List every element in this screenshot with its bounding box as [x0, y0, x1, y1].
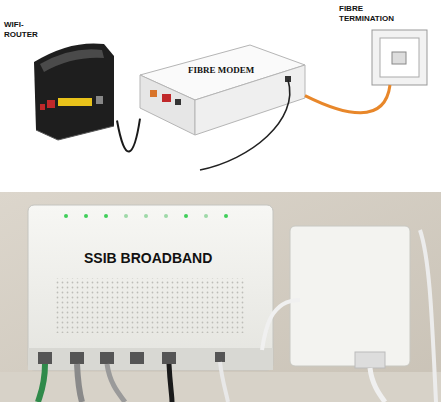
- router-illustration: [34, 43, 114, 140]
- cable-line: [305, 85, 390, 113]
- termination-node: FIBRE TERMINATION: [335, 2, 435, 85]
- cable: [305, 85, 390, 113]
- modem-node: FIBRE MODEM: [140, 45, 305, 137]
- modem-illustration: [140, 45, 305, 170]
- device-label: FIBRE MODEM: [188, 65, 278, 76]
- device-label: WIFI- ROUTER: [4, 20, 48, 39]
- wall-plate: [372, 30, 427, 85]
- router-node: WIFI- ROUTER: [2, 18, 117, 143]
- device-label: FIBRE TERMINATION: [339, 4, 401, 23]
- cable: [117, 119, 140, 152]
- cable-line: [117, 119, 140, 152]
- photo: [0, 192, 441, 402]
- brand-label: SSIB BROADBAND: [84, 250, 212, 266]
